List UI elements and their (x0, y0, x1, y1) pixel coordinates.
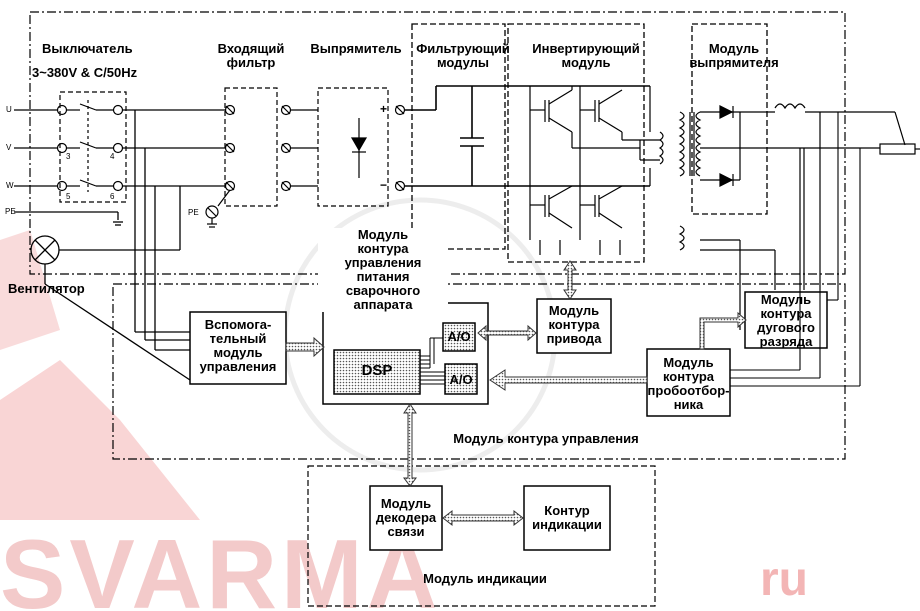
arc-module-label: Модуль контура дугового разряда (757, 292, 815, 349)
arrow-sampler-arc (699, 311, 747, 350)
display-module-label: Модуль индикации (423, 571, 547, 586)
output-rectifier-frame (691, 23, 768, 215)
inverter-module-frame (507, 23, 645, 263)
aux-control-box (189, 311, 287, 385)
display-frame (307, 465, 656, 607)
filter-module-frame (411, 23, 506, 250)
terminal-4: 4 (110, 152, 115, 161)
dc-bus (405, 85, 650, 187)
dsp-pins (420, 337, 445, 385)
rectifier-label: Выпрямитель (310, 41, 402, 56)
watermark-text: SVARMA (0, 519, 442, 611)
control-frame (112, 283, 846, 460)
ao-bottom-box (444, 363, 478, 395)
terminal-u: U (6, 105, 12, 114)
decoder-module-label: Модуль декодера связи (375, 496, 437, 539)
breaker-switch (56, 91, 127, 203)
terminal-pe-filter: PE (188, 208, 199, 217)
filter-module-label: Фильтрующий модулы (416, 41, 510, 70)
switch-title: Выключатель (42, 41, 133, 56)
arrow-power-decoder (403, 403, 417, 487)
terminal-3: 3 (66, 152, 71, 161)
rectifier-box (317, 87, 406, 207)
feedback-lines (730, 112, 861, 387)
terminal-v: V (6, 143, 12, 152)
module-frames (411, 23, 768, 263)
display-circuit-box (523, 485, 611, 551)
sampler-box (646, 348, 731, 417)
terminal-6: 6 (110, 192, 115, 201)
input-lines (14, 109, 225, 351)
arrow-power-drive (477, 324, 537, 342)
watermark-tld: ru (760, 553, 808, 606)
ao-top-box (442, 322, 476, 352)
decoder-box (369, 485, 443, 551)
sampler-module-label: Модуль контура пробоотбор- ника (647, 355, 730, 412)
dsp-label: DSP (361, 362, 393, 379)
terminal-plus: + (380, 102, 388, 116)
ao-top-label: A/O (447, 329, 471, 344)
terminal-w: W (6, 181, 14, 190)
control-circuit-label: Модуль контура управления (453, 431, 639, 446)
dsp-box (333, 349, 421, 395)
drive-module-label: Модуль контура привода (546, 303, 602, 346)
terminal-pe: PE (5, 207, 16, 216)
input-filter-label: Входящий фильтр (217, 41, 285, 70)
display-circuit-label: Контур индикации (532, 503, 602, 532)
arrow-aux-to-power (285, 336, 325, 358)
signal-arrows (285, 260, 747, 527)
arrow-drive-inverter (563, 260, 577, 300)
terminal-5: 5 (66, 192, 71, 201)
switch-spec: 3~380V & C/50Hz (32, 65, 138, 80)
terminal-minus: − (380, 178, 388, 192)
arrow-decoder-display (442, 509, 524, 527)
drive-box (536, 298, 612, 354)
ao-bottom-label: A/O (449, 372, 473, 387)
inverter-module-label: Инвертирующий модуль (532, 41, 640, 70)
transformer-output (678, 103, 920, 330)
arrow-sampler-to-power (489, 369, 648, 391)
fan-symbol (30, 235, 191, 381)
power-control-label: Модуль контура управления питания свароч… (318, 228, 448, 312)
output-rectifier-label: Модуль выпрямителя (689, 41, 779, 70)
fan-label: Вентилятор (8, 281, 85, 296)
aux-control-label: Вспомога- тельный модуль управления (199, 317, 277, 374)
inverter-bridge (529, 86, 664, 255)
control-boxes (189, 291, 828, 551)
input-filter-box (205, 87, 318, 228)
